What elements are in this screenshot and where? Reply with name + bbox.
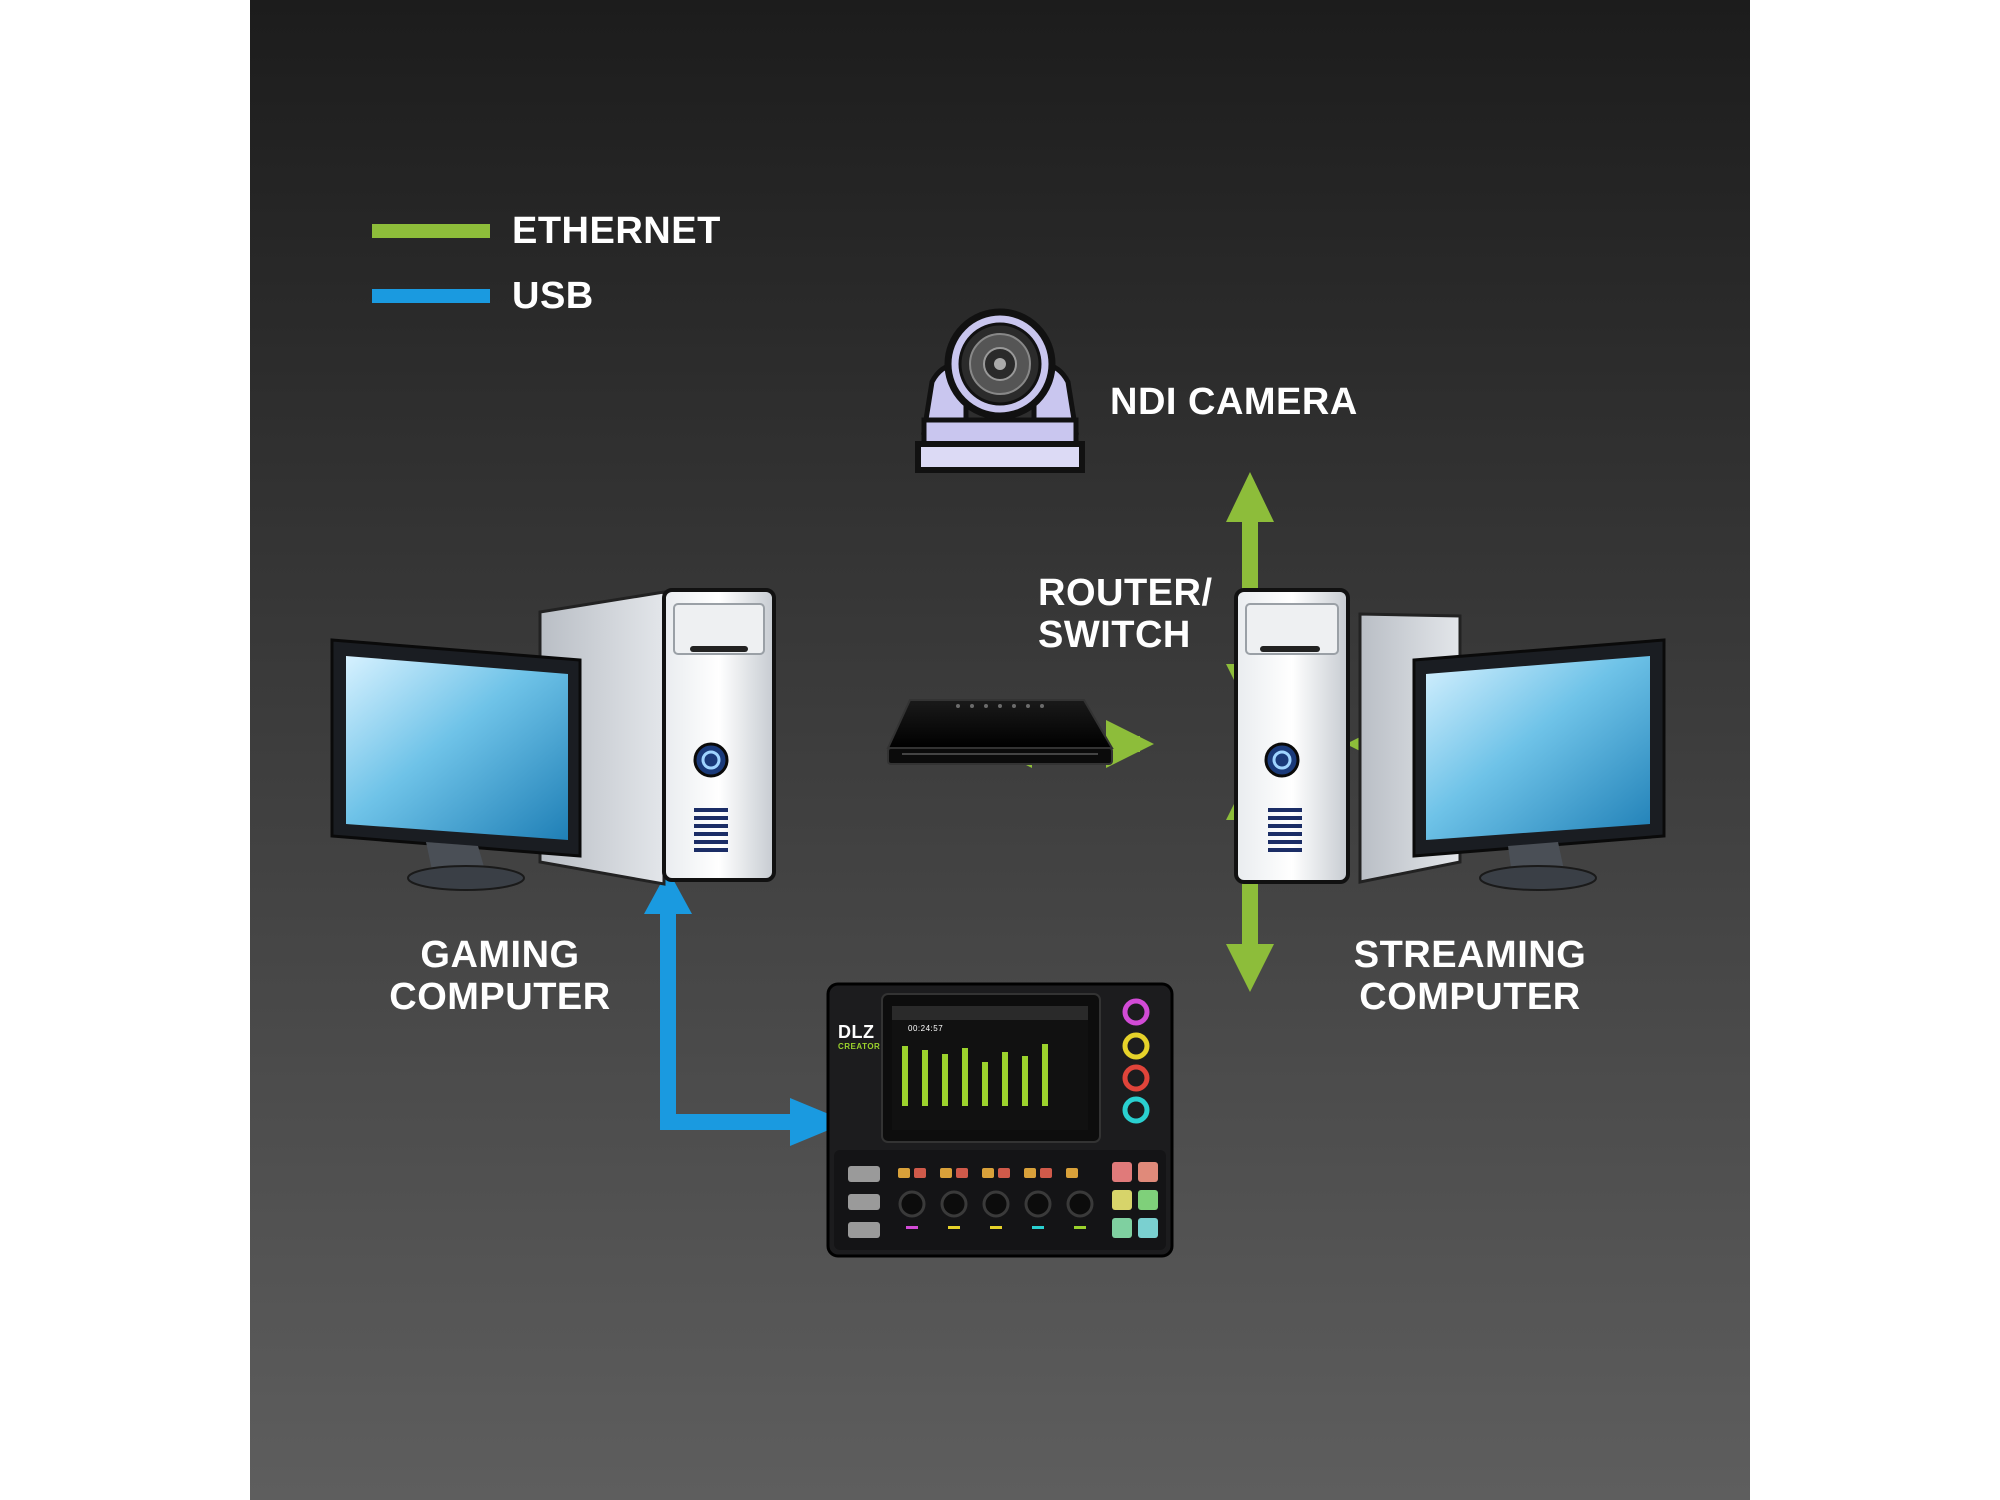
streaming-label-line2: COMPUTER	[1359, 976, 1581, 1018]
audio-mixer-icon	[826, 982, 1174, 1258]
streaming-label-line1: STREAMING	[1353, 934, 1587, 976]
gaming-label-line1: GAMING	[420, 934, 580, 976]
usb-link-gaming-mixer	[644, 870, 848, 1146]
diagram-graphics	[330, 308, 1666, 1258]
router-switch-label: ROUTER/ SWITCH	[1038, 572, 1213, 656]
legend-ethernet-swatch	[372, 224, 490, 238]
router-switch-icon	[886, 699, 1114, 765]
ndi-camera-label: NDI CAMERA	[1110, 381, 1358, 423]
gaming-computer-label: GAMING COMPUTER	[350, 934, 650, 1018]
ndi-camera-icon	[915, 308, 1085, 473]
streaming-computer-icon	[1234, 588, 1666, 891]
gaming-computer-icon	[330, 588, 776, 891]
diagram-canvas: DLZ CREATOR 00:24:57 ETHERNET USB NDI CA…	[250, 0, 1750, 1500]
mixer-screen-faders	[902, 1044, 1048, 1106]
legend-usb-swatch	[372, 289, 490, 303]
mixer-model-label: CREATOR	[838, 1042, 881, 1051]
legend-ethernet-label: ETHERNET	[512, 210, 721, 252]
router-label-line2: SWITCH	[1038, 614, 1191, 656]
legend-usb-label: USB	[512, 275, 594, 317]
streaming-computer-label: STREAMING COMPUTER	[1310, 934, 1630, 1018]
mixer-time-readout: 00:24:57	[908, 1024, 944, 1033]
gaming-label-line2: COMPUTER	[389, 976, 611, 1018]
mixer-brand-label: DLZ	[838, 1022, 875, 1042]
router-label-line1: ROUTER/	[1038, 572, 1213, 614]
